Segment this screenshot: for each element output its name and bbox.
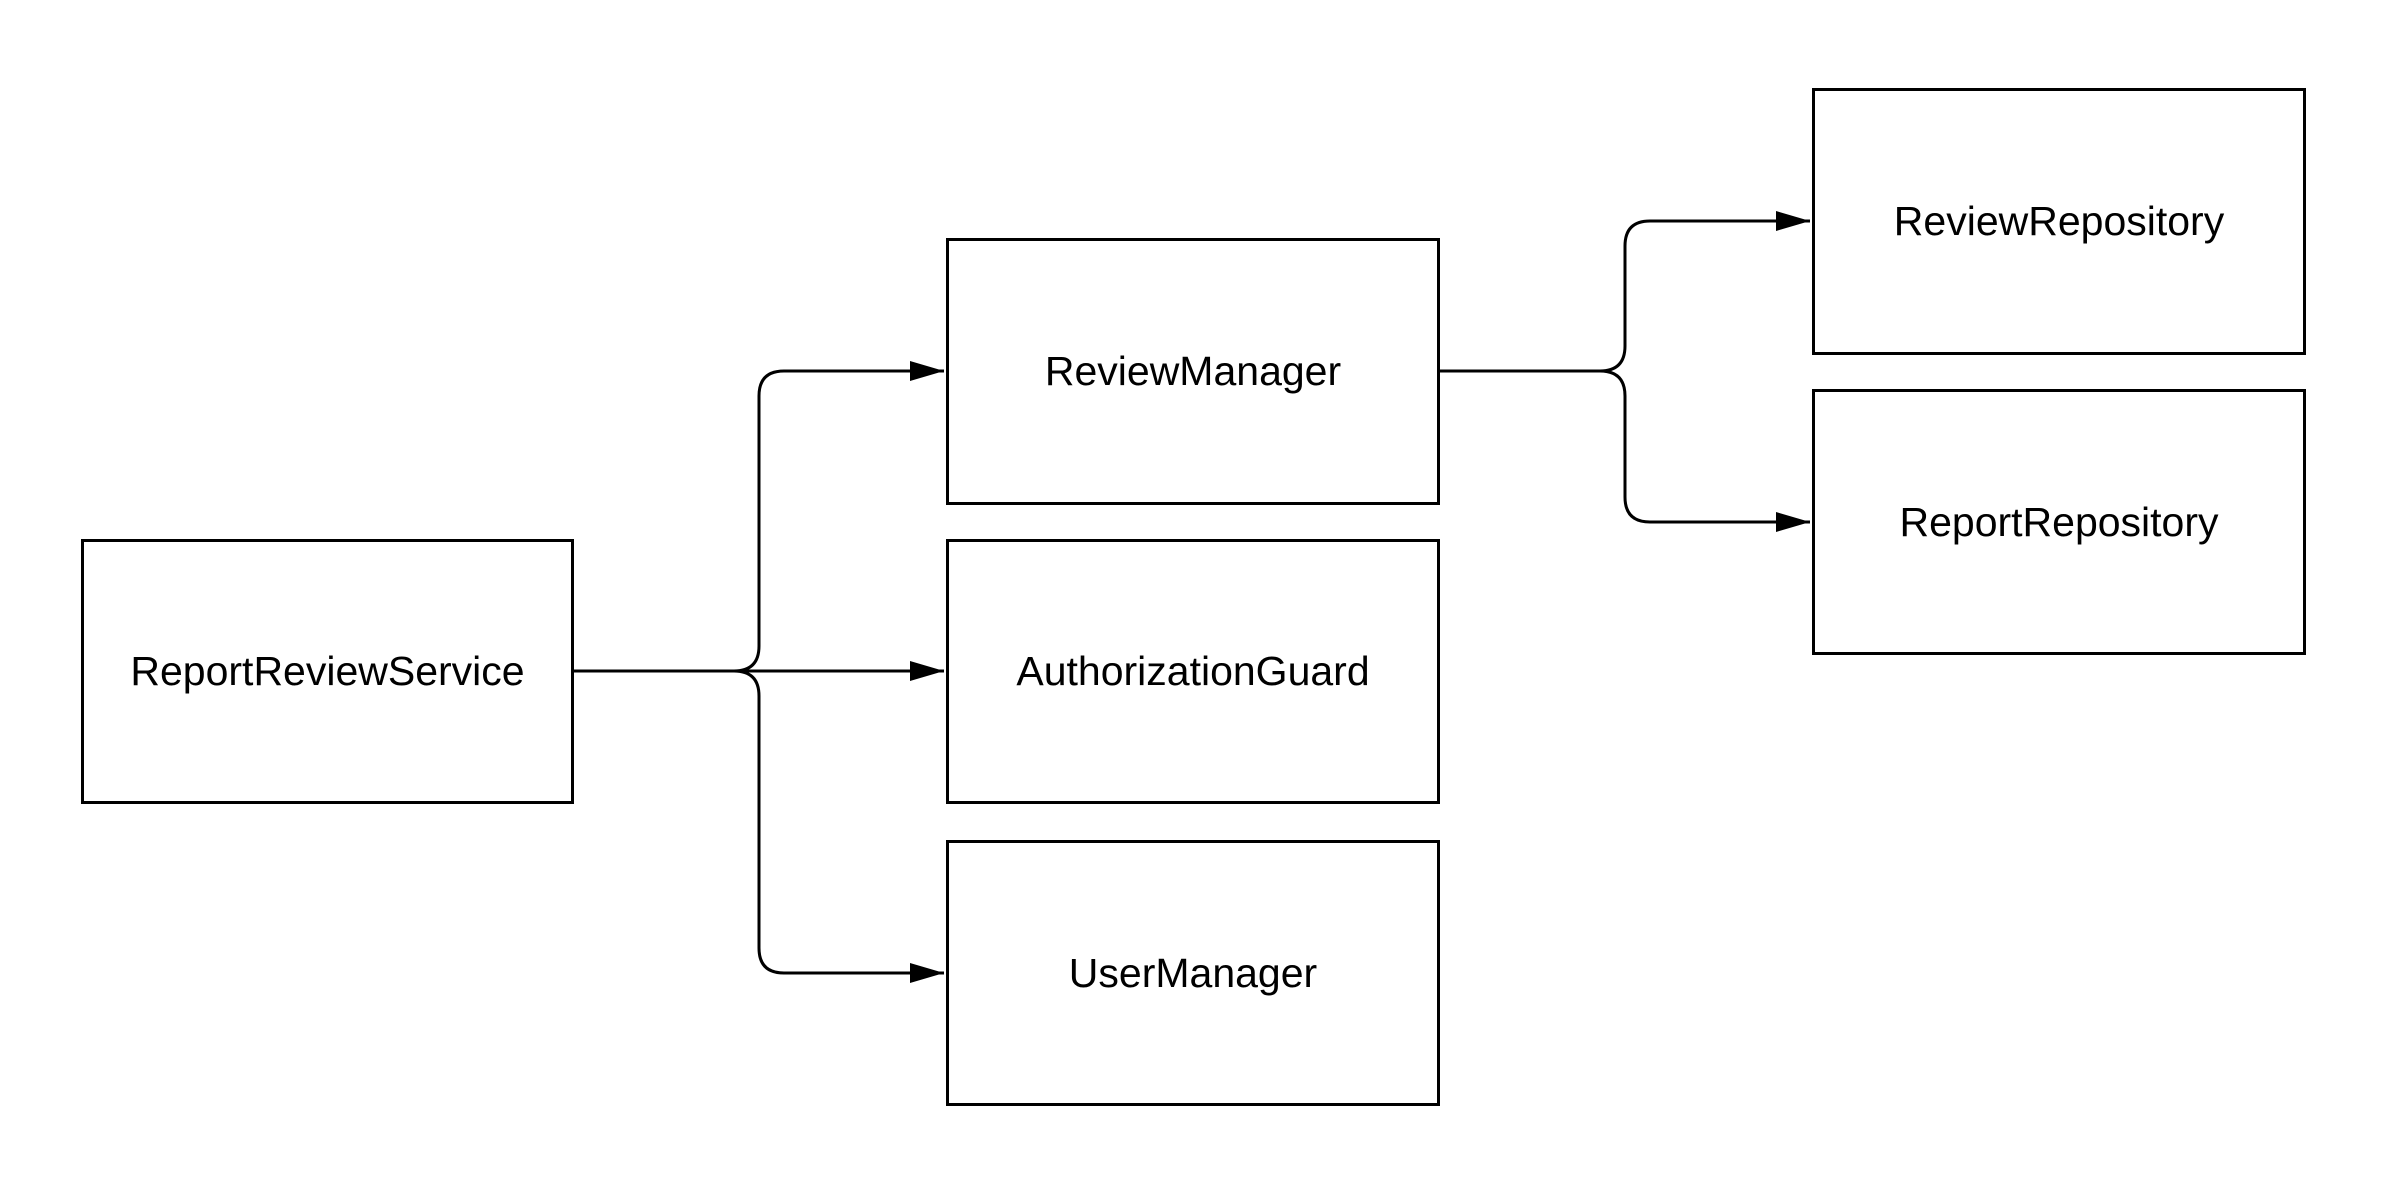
node-authorization-guard: AuthorizationGuard [946, 539, 1440, 804]
node-label: ReviewRepository [1893, 198, 2225, 244]
node-label: UserManager [1068, 949, 1318, 996]
edge-review-manager-to-review-repository [1440, 211, 1810, 373]
node-label: AuthorizationGuard [1016, 648, 1370, 694]
edge-service-to-review-manager [574, 361, 944, 673]
edge-service-to-user-manager [574, 669, 944, 983]
node-label: ReportRepository [1899, 498, 2219, 545]
node-review-manager: ReviewManager [946, 238, 1440, 505]
node-report-repository: ReportRepository [1812, 389, 2306, 655]
edge-review-manager-to-report-repository [1440, 369, 1810, 532]
node-review-repository: ReviewRepository [1812, 88, 2306, 355]
node-report-review-service: ReportReviewService [81, 539, 574, 804]
node-label: ReportReviewService [130, 648, 525, 694]
node-user-manager: UserManager [946, 840, 1440, 1106]
node-label: ReviewManager [1044, 348, 1342, 394]
